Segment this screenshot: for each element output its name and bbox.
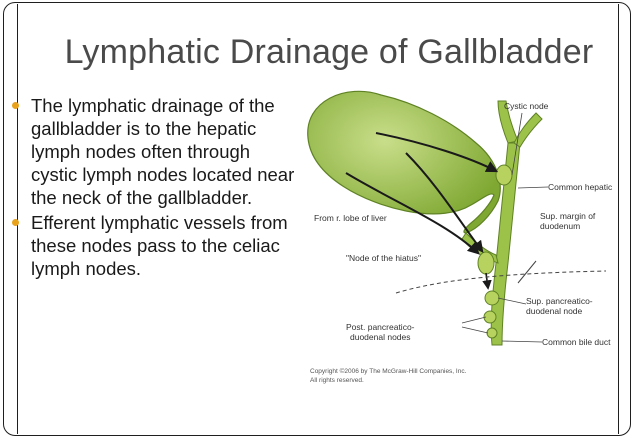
leader-line (497, 297, 527, 305)
leader-line (517, 186, 549, 189)
label-cystic-node: Cystic node (504, 101, 549, 111)
copyright-line: Copyright ©2006 by The McGraw-Hill Compa… (310, 367, 467, 375)
hepatic-duct-left (497, 100, 519, 144)
label-sup-pancreaticoduodenal-2: duodenal node (526, 306, 583, 316)
leader-line (461, 316, 487, 324)
gallbladder-lymph-diagram: Cystic node Common hepatic From r. lobe … (307, 90, 613, 384)
bullet-list: The lymphatic drainage of the gallbladde… (6, 94, 296, 282)
leader-line (501, 340, 543, 343)
slide-title: Lymphatic Drainage of Gallbladder (64, 33, 594, 71)
leader-line (461, 326, 489, 334)
node-of-hiatus (477, 251, 495, 275)
slide: Lymphatic Drainage of Gallbladder The ly… (3, 2, 631, 436)
label-common-bile-duct: Common bile duct (542, 337, 611, 347)
bullet-item: Efferent lymphatic vessels from these no… (6, 211, 296, 280)
bullet-icon (12, 219, 19, 226)
drainage-arrow (405, 152, 484, 253)
post-pancreaticoduodenal-node (486, 327, 498, 339)
copyright-line-2: All rights reserved. (310, 377, 364, 384)
label-sup-margin: Sup. margin of (540, 211, 596, 221)
bullet-text: The lymphatic drainage of the gallbladde… (31, 95, 295, 208)
sup-pancreaticoduodenal-node (484, 290, 500, 306)
label-node-of-hiatus: "Node of the hiatus" (346, 253, 421, 263)
right-border-line (618, 4, 619, 434)
duodenum-pointer (517, 260, 537, 284)
cystic-node (495, 164, 513, 186)
hepatic-duct-right (513, 112, 543, 148)
bullet-text: Efferent lymphatic vessels from these no… (31, 212, 288, 279)
label-from-r-lobe: From r. lobe of liver (314, 213, 387, 223)
label-sup-pancreaticoduodenal: Sup. pancreatico- (526, 296, 593, 306)
post-pancreaticoduodenal-node (483, 310, 497, 324)
gallbladder-shape (307, 90, 501, 234)
label-sup-margin-2: duodenum (540, 221, 580, 231)
drainage-arrow (345, 172, 480, 255)
bullet-icon (12, 102, 19, 109)
drainage-arrow (482, 272, 492, 290)
label-post-pancreaticoduodenal-2: duodenal nodes (350, 332, 411, 342)
label-common-hepatic: Common hepatic (548, 182, 613, 192)
bullet-item: The lymphatic drainage of the gallbladde… (6, 94, 296, 209)
leader-line (511, 112, 523, 176)
label-post-pancreaticoduodenal: Post. pancreatico- (346, 322, 415, 332)
duodenum-margin-line (395, 270, 607, 294)
drainage-arrow (375, 132, 499, 173)
